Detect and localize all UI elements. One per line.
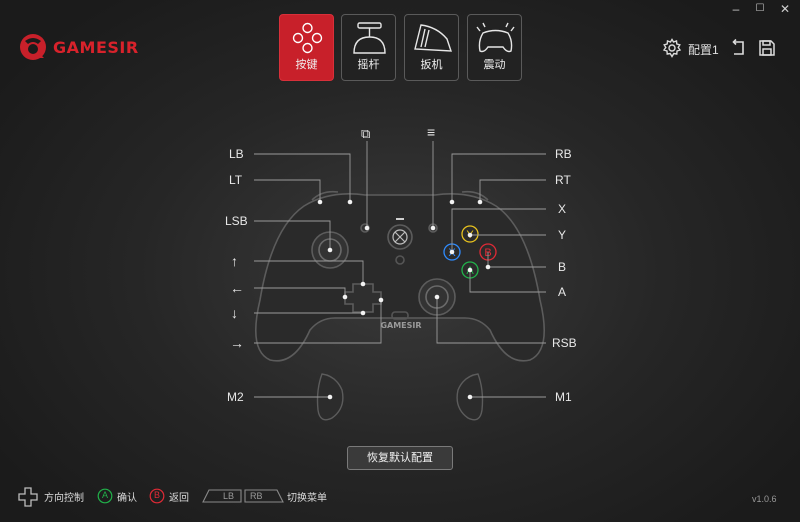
restore-default-button[interactable]: 恢复默认配置 xyxy=(347,446,453,470)
leader-lines xyxy=(254,141,546,398)
dpad-hint: 方向控制 xyxy=(44,493,84,504)
brand-name: GAMESIR xyxy=(53,37,139,57)
label-m2[interactable]: M2 xyxy=(227,390,244,404)
lb-key-label: LB xyxy=(223,491,235,501)
label-b[interactable]: B xyxy=(558,260,567,274)
a-key-letter: A xyxy=(102,490,109,500)
label-dpad-right[interactable]: → xyxy=(230,335,244,351)
undo-icon[interactable] xyxy=(729,38,749,58)
label-view[interactable]: ⧉ xyxy=(361,126,371,141)
home-logo-icon xyxy=(392,229,408,245)
lb-key-icon xyxy=(202,489,242,503)
settings-gear-icon[interactable] xyxy=(662,38,682,58)
label-rt[interactable]: RT xyxy=(555,173,571,187)
tab-joystick[interactable]: 摇杆 xyxy=(341,14,396,81)
maximize-button[interactable]: ☐ xyxy=(755,3,765,14)
label-rb[interactable]: RB xyxy=(555,147,572,161)
trigger-icon xyxy=(414,24,452,52)
a-key-icon xyxy=(97,488,113,504)
dpad-icon xyxy=(18,487,38,507)
close-button[interactable]: ✕ xyxy=(779,2,791,16)
profile-name[interactable]: 配置1 xyxy=(688,43,719,57)
tab-label: 扳机 xyxy=(420,59,443,71)
label-m1[interactable]: M1 xyxy=(555,390,572,404)
b-key-icon xyxy=(149,488,165,504)
b-key-letter: B xyxy=(154,490,161,500)
label-lb[interactable]: LB xyxy=(229,147,244,161)
tab-label: 按键 xyxy=(295,59,318,71)
rb-key-label: RB xyxy=(250,491,263,501)
save-icon[interactable] xyxy=(757,38,777,58)
rb-key-icon xyxy=(244,489,284,503)
tab-trigger[interactable]: 扳机 xyxy=(404,14,459,81)
tab-buttons[interactable]: 按键 xyxy=(279,14,334,81)
label-dpad-up[interactable]: ↑ xyxy=(231,253,238,269)
label-menu[interactable]: ≡ xyxy=(427,124,436,140)
label-rsb[interactable]: RSB xyxy=(552,336,577,350)
label-y[interactable]: Y xyxy=(558,228,567,242)
tab-vibration[interactable]: 震动 xyxy=(467,14,522,81)
tab-label: 震动 xyxy=(483,59,506,71)
label-dpad-down[interactable]: ↓ xyxy=(231,305,238,321)
joystick-icon xyxy=(353,22,386,54)
minimize-button[interactable]: – xyxy=(732,2,740,16)
label-x[interactable]: X xyxy=(558,202,567,216)
vibration-icon xyxy=(476,22,515,53)
label-lsb[interactable]: LSB xyxy=(225,214,248,228)
version-label: v1.0.6 xyxy=(752,494,777,504)
label-lt[interactable]: LT xyxy=(229,173,243,187)
label-dpad-left[interactable]: ← xyxy=(230,280,244,296)
anchor-dots xyxy=(317,199,491,400)
switch-menu-hint: 切换菜单 xyxy=(287,493,327,504)
confirm-hint: 确认 xyxy=(117,493,137,504)
gamesir-logo-icon xyxy=(20,34,46,60)
back-hint: 返回 xyxy=(169,493,189,504)
controller-brand-mark: GAMESIR xyxy=(380,321,421,330)
buttons-icon xyxy=(292,22,323,54)
label-a[interactable]: A xyxy=(558,285,567,299)
controller-body xyxy=(254,190,546,362)
tab-label: 摇杆 xyxy=(357,59,380,71)
brand-logo: GAMESIR xyxy=(18,32,139,62)
